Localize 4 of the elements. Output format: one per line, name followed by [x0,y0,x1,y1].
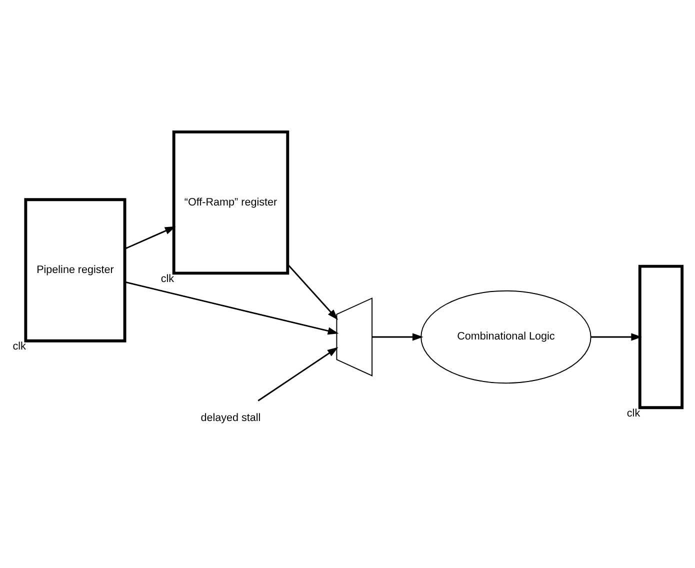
node-label: clk [12,340,26,353]
node-label: clk [626,407,640,420]
node-label: clk [160,272,174,285]
node-text: delayed stall [200,412,261,424]
